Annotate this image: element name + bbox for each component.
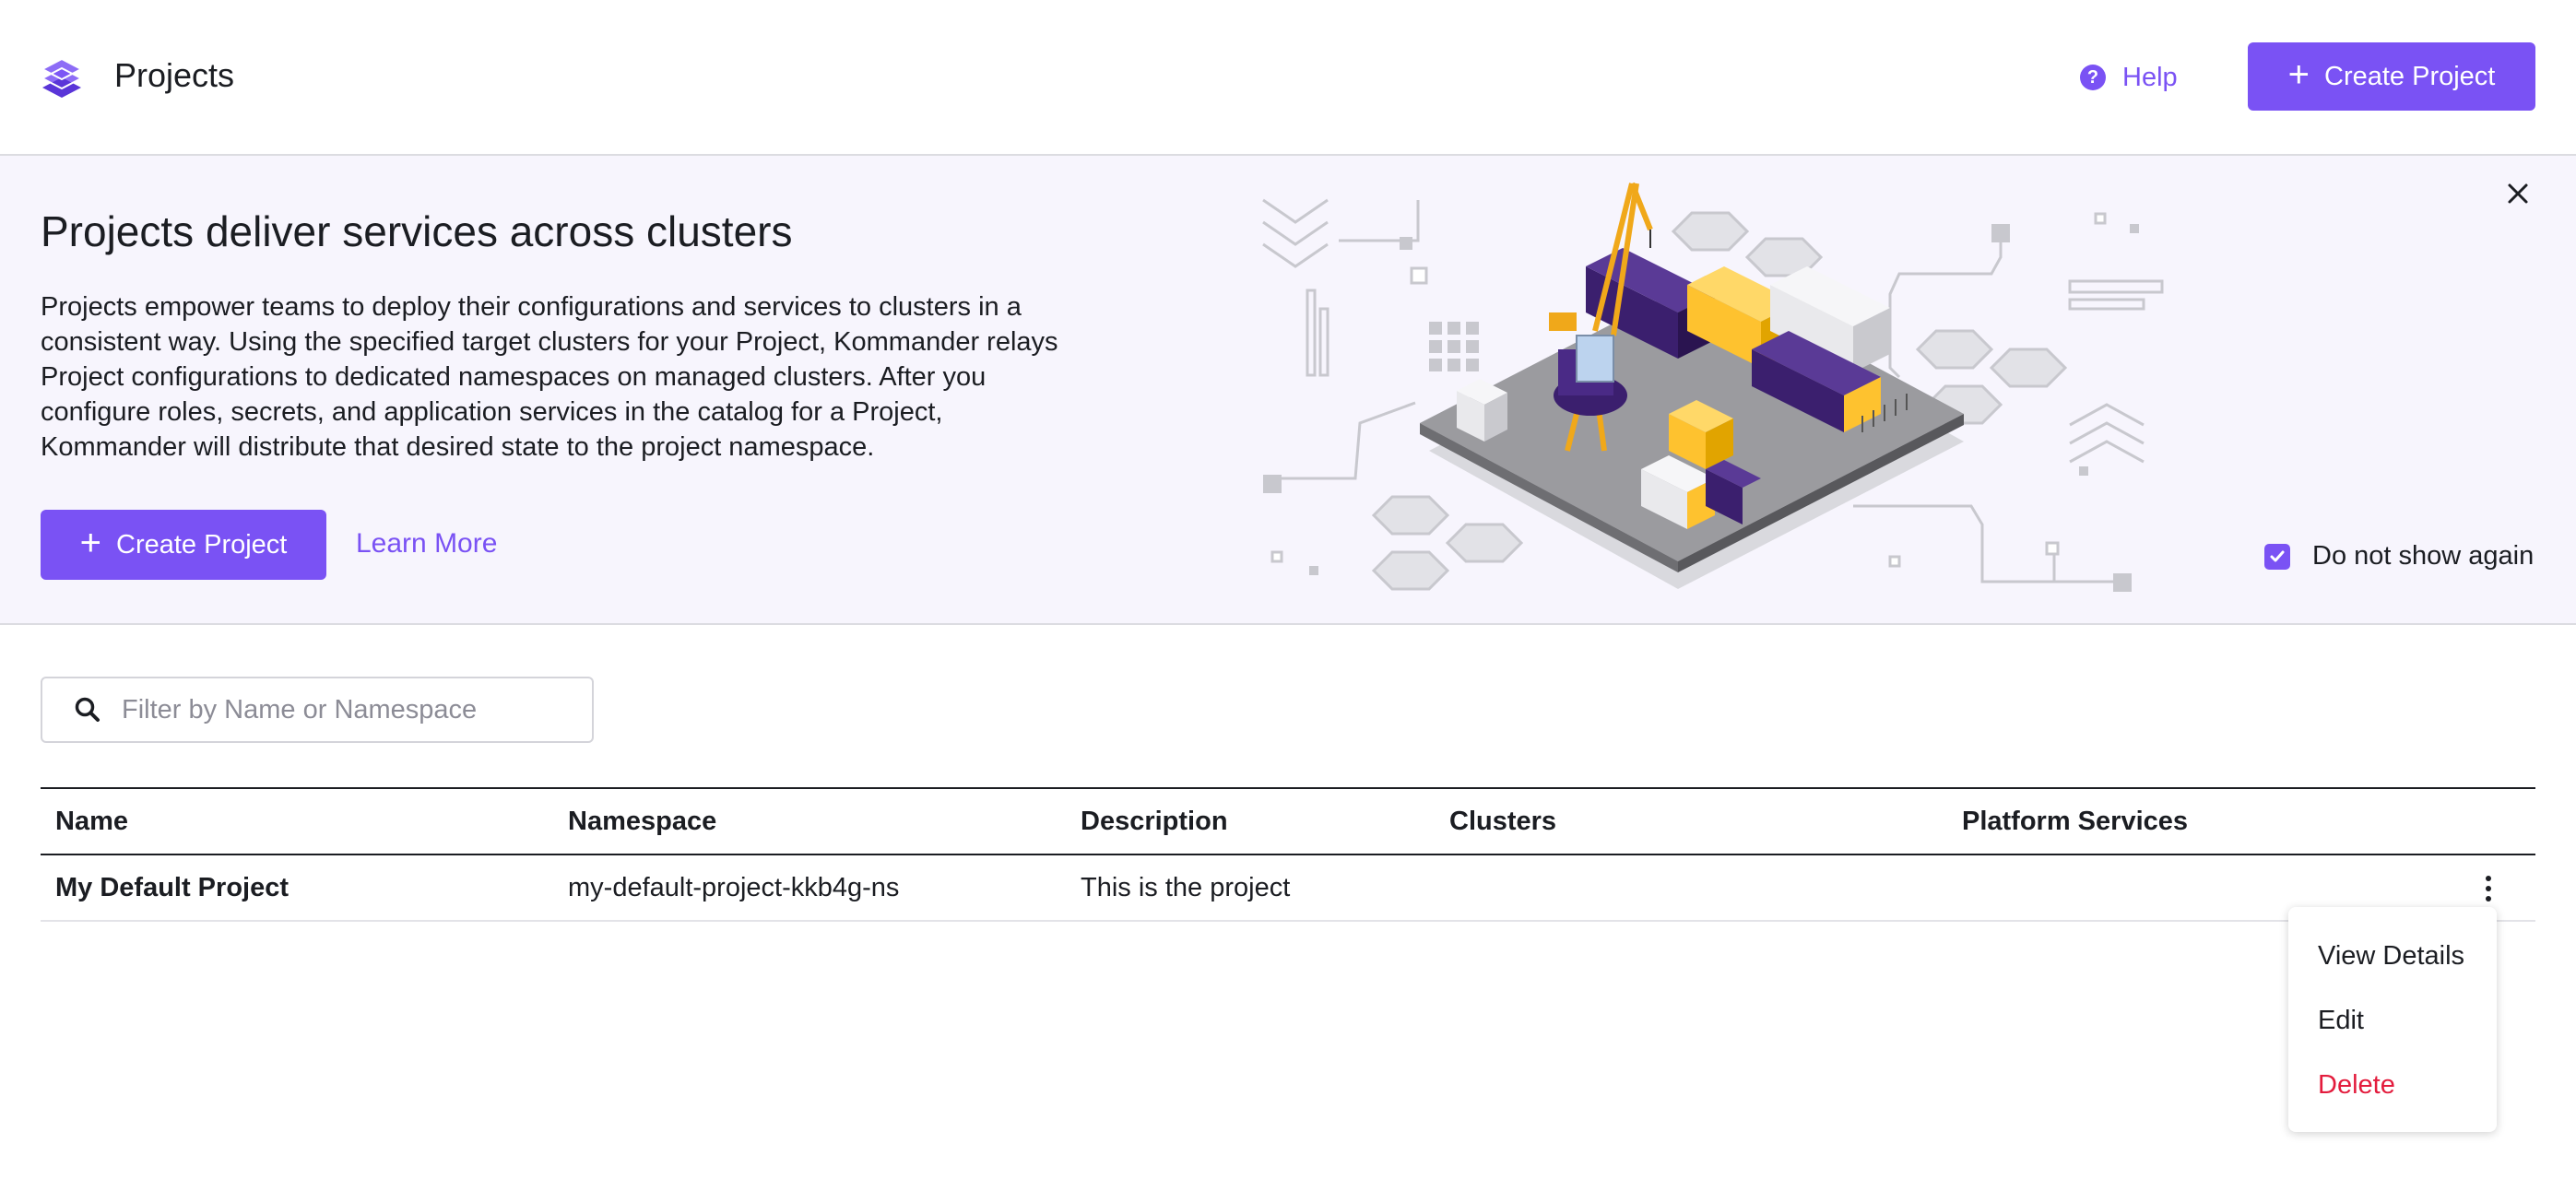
column-header-namespace[interactable]: Namespace (568, 806, 717, 836)
shipping-port-illustration (1262, 182, 2164, 592)
menu-item-view-details[interactable]: View Details (2318, 940, 2465, 971)
search-icon (75, 697, 100, 722)
learn-more-link[interactable]: Learn More (356, 528, 498, 559)
project-description-cell: This is the project (1081, 872, 1291, 902)
column-header-description[interactable]: Description (1081, 806, 1228, 836)
menu-item-delete[interactable]: Delete (2318, 1069, 2395, 1100)
banner-create-project-label: Create Project (116, 529, 288, 560)
stacked-layers-icon (41, 57, 83, 98)
project-namespace-cell: my-default-project-kkb4g-ns (568, 872, 900, 902)
banner-create-project-button[interactable]: + Create Project (41, 510, 326, 580)
plus-icon: + (79, 523, 101, 563)
filter-box (41, 677, 594, 743)
plus-icon: + (2287, 54, 2310, 95)
projects-intro-banner: Projects deliver services across cluster… (0, 156, 2576, 625)
projects-table: Name Namespace Description Clusters Plat… (41, 787, 2535, 922)
do-not-show-checkbox[interactable] (2264, 543, 2290, 570)
do-not-show-label: Do not show again (2312, 541, 2535, 571)
table-header: Name Namespace Description Clusters Plat… (41, 787, 2535, 855)
kebab-menu-icon[interactable] (2475, 870, 2502, 907)
menu-item-edit[interactable]: Edit (2318, 1005, 2364, 1035)
close-icon[interactable] (2504, 180, 2532, 207)
checkmark-icon (2270, 550, 2285, 561)
column-header-name[interactable]: Name (55, 806, 128, 836)
create-project-button[interactable]: + Create Project (2248, 42, 2535, 111)
question-circle-icon: ? (2080, 65, 2106, 90)
do-not-show-again[interactable]: Do not show again (2264, 541, 2534, 572)
create-project-label: Create Project (2324, 61, 2496, 91)
help-link[interactable]: ? Help (2080, 59, 2178, 96)
banner-description: Projects empower teams to deploy their c… (41, 292, 1058, 462)
row-actions-menu: View Details Edit Delete (2288, 907, 2497, 1132)
help-label: Help (2122, 62, 2178, 92)
project-name-cell[interactable]: My Default Project (55, 872, 289, 902)
filter-input[interactable] (122, 694, 564, 725)
page-header: Projects ? Help + Create Project (0, 0, 2576, 156)
column-header-platform-services[interactable]: Platform Services (1962, 806, 2189, 836)
banner-heading: Projects deliver services across cluster… (41, 207, 793, 255)
table-row[interactable]: My Default Project my-default-project-kk… (41, 855, 2535, 922)
page-title: Projects (114, 56, 235, 94)
column-header-clusters[interactable]: Clusters (1449, 806, 1557, 836)
